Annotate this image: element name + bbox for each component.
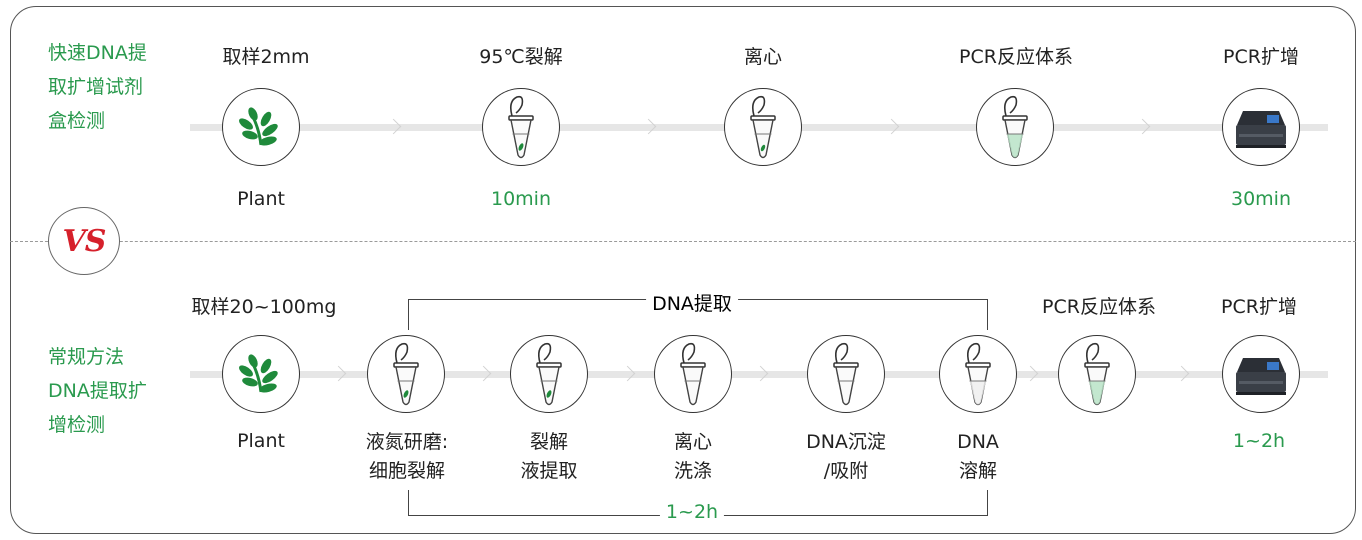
- caption-line: /吸附: [823, 460, 869, 482]
- caption-line: 裂解: [529, 431, 569, 453]
- caption-line: 液氮研磨:: [365, 431, 449, 453]
- caption-line: 离心: [673, 431, 713, 453]
- caption-line: 细胞裂解: [368, 460, 445, 482]
- top-side-label-line: 取扩增试剂: [48, 76, 144, 98]
- extraction-title: DNA提取: [646, 289, 738, 316]
- tube-green-liquid-icon: [976, 88, 1054, 166]
- top-step-title: 95℃裂解: [479, 46, 563, 68]
- caption-line: DNA: [957, 431, 999, 453]
- pcr-machine-icon: [1222, 88, 1300, 166]
- tube-leaf-icon: [367, 335, 445, 413]
- bottom-step-caption: 离心 洗涤: [674, 428, 712, 486]
- vs-text: VS: [62, 223, 107, 259]
- top-step-title: PCR扩增: [1223, 46, 1299, 68]
- bottom-side-label: 常规方法 DNA提取扩 增检测: [48, 340, 147, 442]
- tube-empty-icon: [807, 335, 885, 413]
- top-step-caption: Plant: [237, 188, 285, 210]
- bottom-pcr-amp-title: PCR扩增: [1221, 296, 1297, 318]
- tube-leaf-icon: [510, 335, 588, 413]
- bottom-side-label-line: 增检测: [48, 414, 106, 436]
- top-step-title: 取样2mm: [222, 46, 310, 68]
- bottom-step-caption: DNA 溶解: [957, 428, 999, 486]
- tube-pellet-icon: [724, 88, 802, 166]
- tube-green-liquid-icon: [1058, 335, 1136, 413]
- top-step-title: PCR反应体系: [959, 46, 1073, 68]
- bottom-step-caption: Plant: [237, 430, 285, 452]
- top-step-title: 离心: [743, 46, 783, 68]
- dashed-divider: [10, 241, 1356, 242]
- bottom-track: [190, 371, 1328, 378]
- diagram-frame: [10, 6, 1356, 534]
- top-step-caption: 10min: [490, 188, 552, 210]
- bottom-side-label-line: DNA提取扩: [48, 380, 147, 402]
- caption-line: DNA沉淀: [806, 431, 886, 453]
- top-side-label-line: 盒检测: [48, 110, 106, 132]
- pcr-machine-icon: [1222, 335, 1300, 413]
- caption-line: 洗涤: [673, 460, 713, 482]
- tube-empty-icon: [654, 335, 732, 413]
- leaf-icon: [222, 88, 300, 166]
- extraction-time: 1~2h: [659, 501, 725, 523]
- top-side-label-line: 快速DNA提: [48, 42, 147, 64]
- leaf-icon: [222, 335, 300, 413]
- tube-liquid-icon: [939, 335, 1017, 413]
- vs-badge: VS: [48, 207, 120, 275]
- caption-line: 溶解: [958, 460, 997, 482]
- bottom-step-caption: 1~2h: [1232, 430, 1286, 452]
- top-step-caption: 30min: [1230, 188, 1292, 210]
- top-side-label: 快速DNA提 取扩增试剂 盒检测: [48, 36, 147, 138]
- tube-leaf-icon: [482, 88, 560, 166]
- caption-line: 液提取: [520, 460, 578, 482]
- bottom-step-caption: 裂解 液提取: [520, 428, 577, 486]
- bottom-side-label-line: 常规方法: [48, 346, 125, 368]
- bottom-pcr-system-title: PCR反应体系: [1042, 296, 1156, 318]
- bottom-step-caption: DNA沉淀 /吸附: [806, 428, 886, 486]
- bottom-sample-title: 取样20~100mg: [191, 296, 337, 318]
- bottom-step-caption: 液氮研磨: 细胞裂解: [366, 428, 448, 486]
